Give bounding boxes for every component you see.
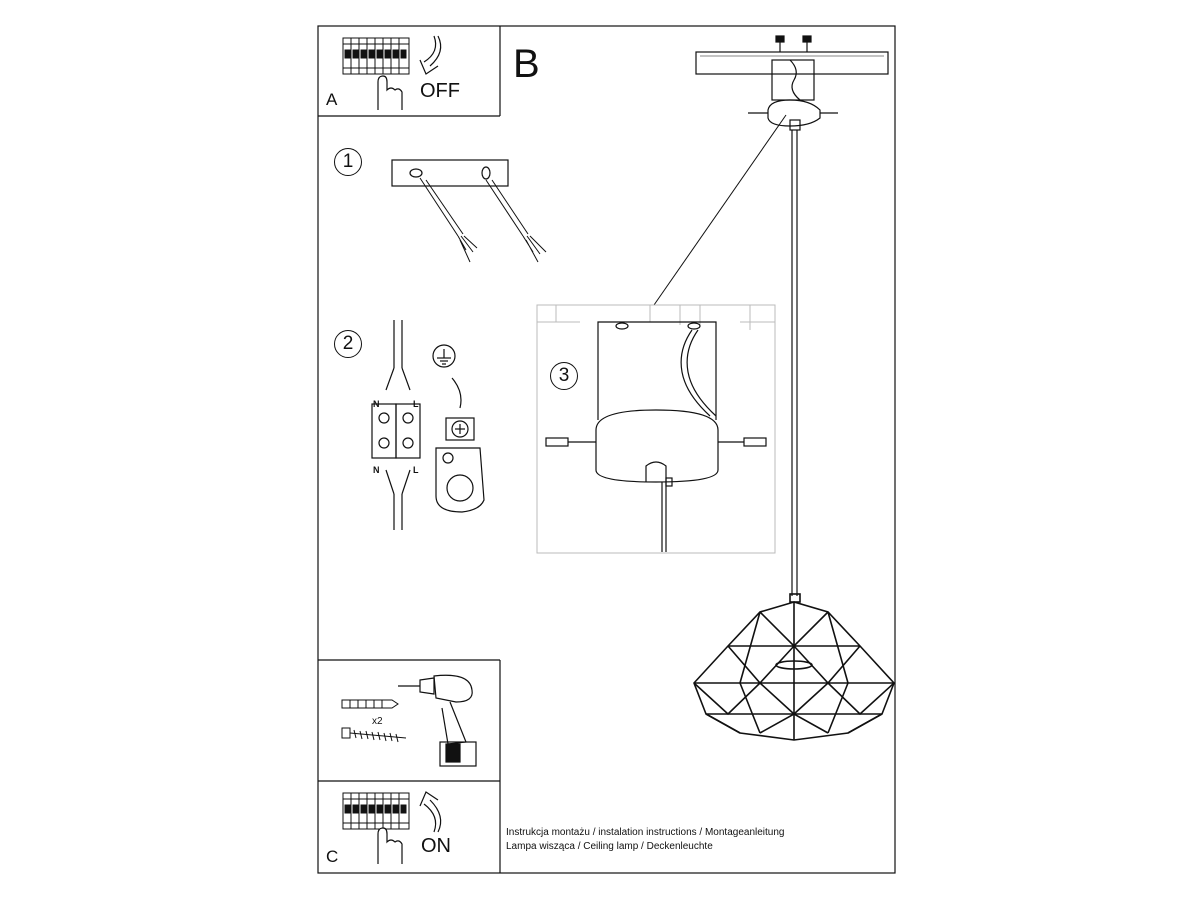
on-label: ON — [421, 835, 451, 857]
detail-leader-line — [653, 114, 787, 306]
terminal-block-icon — [371, 320, 421, 530]
caption-line-2: Lampa wisząca / Ceiling lamp / Deckenleu… — [506, 841, 713, 852]
live-top-label: L — [413, 399, 419, 409]
step-1-marker: 1 — [334, 148, 362, 176]
hand-icon — [377, 75, 403, 110]
live-bottom-label: L — [413, 465, 419, 475]
circuit-breaker-icon — [342, 37, 410, 75]
neutral-bottom-label: N — [373, 465, 380, 475]
lamp-shade-icon — [693, 593, 895, 741]
neutral-top-label: N — [373, 399, 380, 409]
mounting-bracket-icon — [391, 159, 509, 187]
off-label: OFF — [420, 80, 460, 102]
step-2-marker: 2 — [334, 330, 362, 358]
section-c-label: C — [326, 847, 339, 866]
ground-terminal-icon — [435, 377, 485, 513]
screw-icon — [341, 727, 407, 743]
step-3-marker: 3 — [550, 362, 578, 390]
wall-plug-icon — [341, 699, 399, 709]
ground-symbol-icon — [432, 344, 456, 368]
canopy-detail-icon — [545, 321, 767, 552]
circuit-breaker-icon-on — [342, 792, 410, 830]
section-b-label: B — [513, 42, 540, 86]
detail-frame — [536, 304, 776, 554]
arrow-up-icon — [419, 791, 442, 833]
quantity-label: x2 — [372, 716, 383, 727]
sheet-border — [317, 25, 896, 874]
supply-wires-icon — [419, 177, 547, 263]
ceiling-plate-icon — [695, 35, 889, 131]
hand-icon-on — [377, 827, 403, 864]
arrow-down-icon — [419, 35, 442, 75]
caption-line-1: Instrukcja montażu / instalation instruc… — [506, 827, 785, 838]
section-a-label: A — [326, 90, 338, 109]
drill-icon — [398, 674, 477, 767]
caption: Instrukcja montażu / instalation instruc… — [506, 826, 785, 854]
